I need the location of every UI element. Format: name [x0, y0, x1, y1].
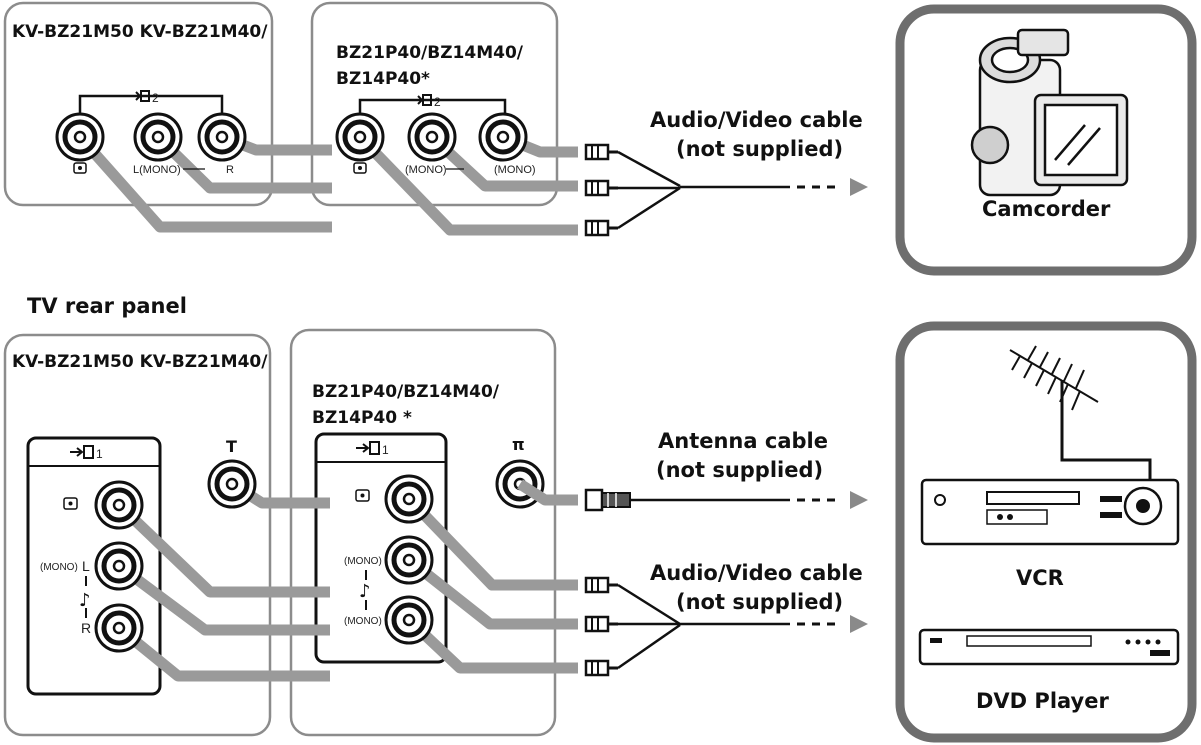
- bottom-right-video-jack: [386, 476, 432, 522]
- bottom-left-audio-l-jack: [96, 543, 142, 589]
- top-left-panel-title: KV-BZ21M50 KV-BZ21M40/: [12, 22, 268, 42]
- bottom-right-video-cable: [405, 495, 578, 591]
- bottom-right-audio-l-jack: [386, 537, 432, 583]
- video-jack-icon: [355, 489, 370, 502]
- bottom-left-audio-l-cable: [115, 561, 330, 636]
- top-right-group-number: 2: [434, 95, 441, 109]
- antenna-icon: π: [512, 435, 525, 454]
- bottom-right-panel-title-line1: BZ21P40/BZ14M40/: [312, 382, 500, 402]
- antenna-icon: [1009, 345, 1152, 482]
- bottom-right-audio-r-jack: [386, 597, 432, 643]
- vcr-label: VCR: [1016, 566, 1064, 590]
- bottom-av-label-line1: Audio/Video cable: [650, 561, 863, 585]
- antenna-cable-grey: [517, 479, 578, 506]
- antenna-arrow: [850, 491, 868, 509]
- bottom-plug-3: [584, 659, 620, 677]
- top-right-audio-l-jack: [409, 114, 455, 160]
- antenna-cable-label-line1: Antenna cable: [658, 429, 828, 453]
- top-left-audio-r-jack: [199, 114, 245, 160]
- dvd-player-label: DVD Player: [976, 689, 1109, 713]
- antenna-plug: [584, 488, 631, 512]
- video-jack-icon: [73, 162, 87, 174]
- top-cable-label-line2: (not supplied): [676, 137, 843, 161]
- input-arrow-icon: [130, 90, 150, 102]
- bottom-left-l-label: L: [82, 558, 90, 574]
- top-right-panel-title-line1: BZ21P40/BZ14M40/: [336, 43, 524, 63]
- dvd-player-icon: [918, 628, 1180, 666]
- video-jack-icon: [353, 162, 367, 174]
- bottom-left-group-number: 1: [96, 447, 103, 461]
- top-right-mono-label-1: (MONO): [405, 164, 447, 176]
- bottom-left-r-label: R: [81, 620, 91, 636]
- top-plug-3: [584, 219, 620, 237]
- bottom-left-video-cable: [115, 501, 330, 598]
- camcorder-label: Camcorder: [982, 197, 1111, 221]
- bottom-right-mono-label-1: (MONO): [344, 556, 382, 567]
- top-av-wire: [617, 150, 790, 230]
- antenna-icon: T: [226, 437, 237, 456]
- video-jack-icon: [63, 497, 78, 510]
- camcorder-icon: [970, 28, 1129, 197]
- bottom-right-panel-title-line2: BZ14P40 *: [312, 408, 412, 428]
- music-note-icon: ♪: [359, 581, 371, 602]
- bottom-left-audio-r-cable: [115, 623, 330, 682]
- input-arrow-icon: [70, 445, 94, 459]
- top-right-audio-r-jack: [480, 114, 526, 160]
- music-note-icon: ♪: [79, 590, 91, 611]
- bottom-left-panel-title: KV-BZ21M50 KV-BZ21M40/: [12, 352, 268, 372]
- top-left-group-number: 2: [152, 91, 159, 105]
- top-left-r-label: R: [226, 164, 234, 176]
- top-cable-label-line1: Audio/Video cable: [650, 108, 863, 132]
- top-right-panel-title-line2: BZ14P40*: [336, 69, 430, 89]
- top-arrow: [850, 178, 868, 196]
- bottom-av-label-line2: (not supplied): [676, 590, 843, 614]
- bottom-right-group-number: 1: [382, 443, 389, 457]
- bottom-right-mono-label-2: (MONO): [344, 616, 382, 627]
- top-right-group-bracket: [358, 98, 507, 114]
- section-title: TV rear panel: [27, 294, 187, 318]
- bottom-left-antenna-jack: [209, 461, 255, 507]
- top-right-video-jack: [337, 114, 383, 160]
- vcr-icon: [920, 478, 1180, 546]
- top-left-group-bracket: [78, 94, 224, 114]
- top-left-lmono-label: L(MONO): [133, 164, 181, 176]
- bottom-left-mono-label: (MONO): [40, 562, 78, 573]
- bottom-right-audio-l-cable: [405, 555, 578, 630]
- top-left-audio-l-jack: [135, 114, 181, 160]
- bottom-left-audio-r-jack: [96, 605, 142, 651]
- bottom-av-wire: [617, 583, 790, 670]
- antenna-cable-label-line2: (not supplied): [656, 458, 823, 482]
- top-right-video-cable: [356, 133, 578, 236]
- top-plug-2: [584, 179, 620, 197]
- top-video-cable: [75, 133, 332, 233]
- bottom-av-arrow: [850, 615, 868, 633]
- bottom-plug-1: [584, 576, 620, 594]
- input-arrow-icon: [356, 441, 380, 455]
- bottom-plug-2: [584, 615, 620, 633]
- top-plug-1: [584, 143, 620, 161]
- top-left-video-jack: [57, 114, 103, 160]
- top-right-mono-label-2: (MONO): [494, 164, 536, 176]
- bottom-left-video-jack: [96, 482, 142, 528]
- input-arrow-icon: [412, 94, 432, 106]
